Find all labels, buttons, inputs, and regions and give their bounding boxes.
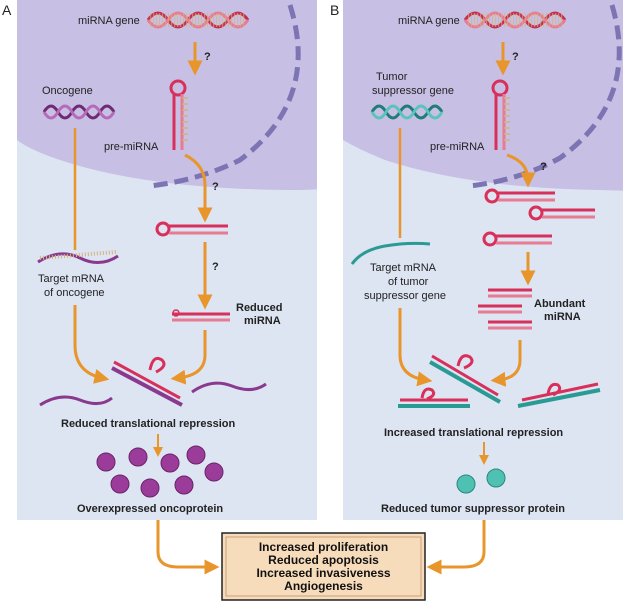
outcome-line-2: Reduced apoptosis bbox=[268, 553, 379, 567]
outcome-line-4: Angiogenesis bbox=[284, 579, 363, 593]
reduced-mirna-label-line1: Reduced bbox=[236, 302, 282, 314]
tumor-suppressor-label-line1: Tumor bbox=[376, 71, 408, 83]
mirna-gene-dna-b bbox=[463, 11, 567, 29]
mirna-mrna-complex-a bbox=[111, 356, 183, 407]
panel-b: B miRNA gene ? pre-miRNA Tumor suppresso… bbox=[330, 0, 623, 520]
panel-a: A miRNA gene ? pre-miRNA Oncogene ? bbox=[2, 0, 317, 520]
reduced-mirna-label-line2: miRNA bbox=[244, 315, 281, 327]
nuclear-membrane-a bbox=[149, 4, 301, 189]
oncoprotein-label: Overexpressed oncoprotein bbox=[77, 503, 223, 515]
tumor-suppressor-protein-label: Reduced tumor suppressor protein bbox=[381, 503, 565, 515]
arrow-b-to-outcome bbox=[426, 520, 486, 575]
target-mrna-label-line1: Target mRNA bbox=[38, 273, 105, 285]
outcome-box: Increased proliferation Reduced apoptosi… bbox=[221, 532, 426, 601]
target-mrna-oncogene bbox=[37, 252, 119, 264]
free-mrna-right-a bbox=[191, 381, 267, 394]
cytoplasmic-pre-mirnas-b bbox=[482, 188, 595, 247]
cytoplasmic-pre-mirna-a bbox=[155, 221, 228, 237]
arrow-mirna-to-complex-a bbox=[170, 330, 207, 385]
target-mrna-b-label-line3: suppressor gene bbox=[364, 290, 446, 302]
free-mrna-left-a bbox=[39, 395, 113, 407]
arrow-export-a bbox=[184, 153, 213, 223]
tumor-suppressor-gene-dna bbox=[370, 104, 444, 120]
abundant-mature-mirnas bbox=[478, 288, 532, 330]
target-mrna-b-label-line2: of tumor bbox=[388, 276, 429, 288]
nucleus-b bbox=[343, 0, 623, 191]
mirna-mrna-complexes-b bbox=[398, 354, 601, 408]
pre-mirna-hairpin-b bbox=[491, 79, 510, 150]
oncoprotein-cluster bbox=[96, 445, 224, 498]
arrow-mrna-to-complex-a bbox=[73, 305, 110, 384]
panel-b-letter: B bbox=[330, 2, 339, 18]
mature-mirna-a bbox=[172, 309, 230, 322]
outcome-line-1: Increased proliferation bbox=[259, 540, 388, 554]
mirna-gene-label-b: miRNA gene bbox=[398, 15, 460, 27]
nucleus-a bbox=[17, 0, 317, 190]
repression-label-b: Increased translational repression bbox=[384, 427, 563, 439]
oncogene-dna bbox=[42, 104, 116, 120]
pre-mirna-label-b: pre-miRNA bbox=[430, 141, 485, 153]
question-mark-1-a: ? bbox=[204, 51, 211, 63]
abundant-mirna-label-line1: Abundant bbox=[534, 298, 586, 310]
question-mark-3-a: ? bbox=[212, 261, 219, 273]
tumor-suppressor-label-line2: suppressor gene bbox=[372, 85, 454, 97]
repression-label-a: Reduced translational repression bbox=[61, 418, 235, 430]
question-mark-2-b: ? bbox=[540, 161, 547, 173]
target-mrna-ladder bbox=[39, 250, 117, 260]
arrow-mirna-to-complex-b bbox=[490, 340, 522, 387]
target-mrna-suppressor bbox=[350, 241, 431, 265]
question-mark-2-a: ? bbox=[212, 181, 219, 193]
arrow-a-to-outcome bbox=[156, 520, 220, 575]
question-mark-1-b: ? bbox=[512, 51, 519, 63]
pre-mirna-label-a: pre-miRNA bbox=[104, 141, 159, 153]
pre-mirna-hairpin-a bbox=[169, 79, 188, 150]
tumor-suppressor-proteins bbox=[456, 468, 506, 494]
mirna-gene-dna-a bbox=[146, 11, 250, 29]
nuclear-membrane-b bbox=[469, 4, 622, 189]
outcome-line-3: Increased invasiveness bbox=[256, 566, 390, 580]
target-mrna-label-line2: of oncogene bbox=[44, 287, 105, 299]
abundant-mirna-label-line2: miRNA bbox=[544, 311, 581, 323]
mirna-gene-label-a: miRNA gene bbox=[78, 15, 140, 27]
arrow-mrna-to-complex-b bbox=[398, 308, 433, 387]
target-mrna-b-label-line1: Target mRNA bbox=[370, 262, 437, 274]
arrow-export-b bbox=[506, 153, 536, 188]
oncogene-label: Oncogene bbox=[42, 85, 93, 97]
panel-a-letter: A bbox=[2, 2, 12, 18]
